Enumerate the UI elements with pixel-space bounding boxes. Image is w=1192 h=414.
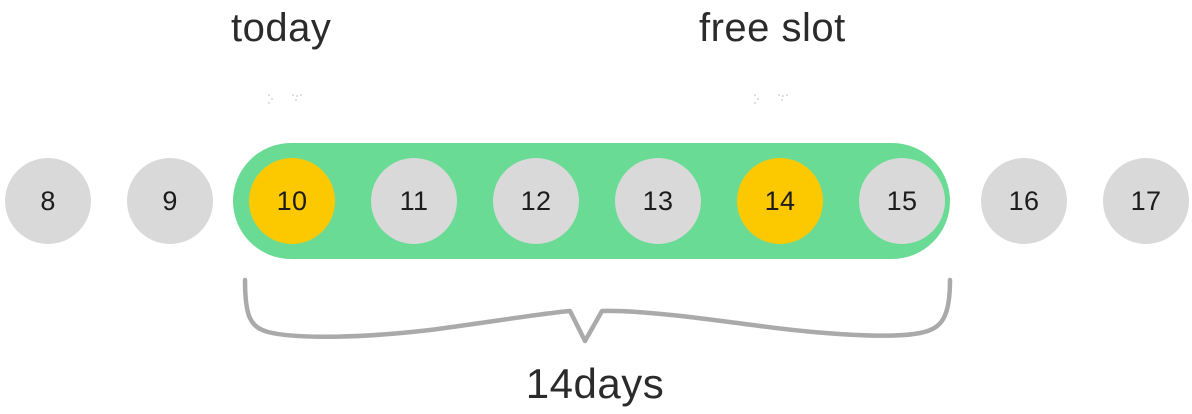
day-circle-15[interactable]: 15	[859, 158, 945, 244]
day-number: 8	[40, 185, 56, 216]
duration-label: 14days	[525, 360, 665, 407]
day-circle-17[interactable]: 17	[1103, 158, 1189, 244]
day-number: 16	[1008, 185, 1040, 216]
day-circle-11[interactable]: 11	[371, 158, 457, 244]
day-number: 10	[276, 185, 308, 216]
duration-label-wrapper: 14days	[0, 363, 1192, 405]
day-number: 14	[764, 185, 796, 216]
day-circle-13[interactable]: 13	[615, 158, 701, 244]
day-number: 12	[520, 185, 552, 216]
day-number: 9	[162, 185, 178, 216]
free-slot-annotation-label: free slot	[699, 6, 846, 50]
day-circle-14[interactable]: 14	[737, 158, 823, 244]
day-number: 17	[1130, 185, 1162, 216]
dotted-connector-icon	[748, 92, 804, 108]
dotted-connector-icon	[262, 92, 318, 108]
day-circle-12[interactable]: 12	[493, 158, 579, 244]
day-circle-9[interactable]: 9	[127, 158, 213, 244]
day-circle-10[interactable]: 10	[249, 158, 335, 244]
day-number: 15	[886, 185, 918, 216]
day-circle-8[interactable]: 8	[5, 158, 91, 244]
day-circle-16[interactable]: 16	[981, 158, 1067, 244]
day-number: 13	[642, 185, 674, 216]
day-number: 11	[399, 185, 429, 216]
highlighted-range-pill	[233, 143, 950, 259]
today-annotation-label: today	[231, 6, 332, 50]
